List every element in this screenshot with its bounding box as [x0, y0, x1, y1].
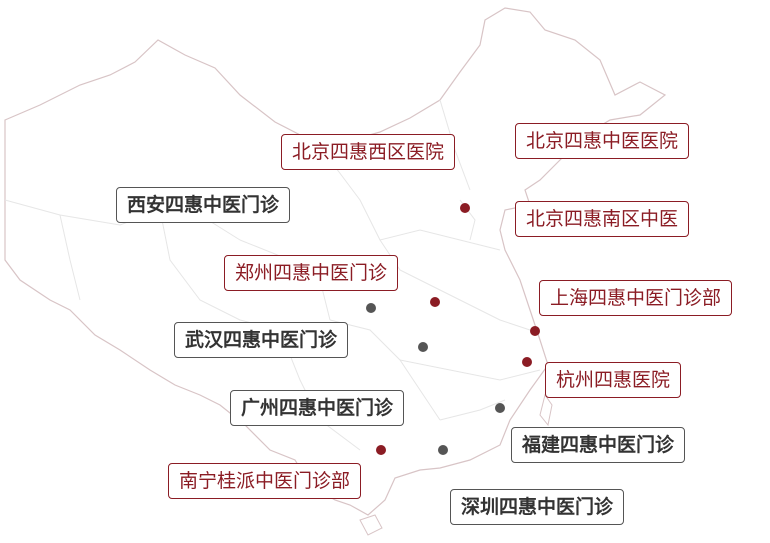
dot-beijing: [460, 203, 470, 213]
label-guangzhou-clinic[interactable]: 广州四惠中医门诊: [230, 390, 405, 426]
dot-guangzhou: [438, 445, 448, 455]
label-wuhan-clinic[interactable]: 武汉四惠中医门诊: [174, 322, 349, 358]
label-beijing-south-tcm[interactable]: 北京四惠南区中医: [515, 201, 690, 237]
label-xian-clinic[interactable]: 西安四惠中医门诊: [116, 187, 291, 223]
dot-shanghai: [530, 326, 540, 336]
dot-hangzhou: [522, 357, 532, 367]
label-beijing-west-hospital[interactable]: 北京四惠西区医院: [281, 134, 456, 170]
dot-nanning: [376, 445, 386, 455]
label-shanghai-clinic[interactable]: 上海四惠中医门诊部: [539, 280, 733, 316]
island-taiwan: [539, 393, 553, 427]
label-zhengzhou-clinic[interactable]: 郑州四惠中医门诊: [224, 255, 399, 291]
label-nanning-clinic[interactable]: 南宁桂派中医门诊部: [168, 463, 362, 499]
dot-xian: [366, 303, 376, 313]
label-hangzhou-hospital[interactable]: 杭州四惠医院: [545, 362, 682, 398]
label-shenzhen-clinic[interactable]: 深圳四惠中医门诊: [450, 489, 625, 525]
dot-fujian: [495, 403, 505, 413]
dot-zhengzhou: [430, 297, 440, 307]
label-fujian-clinic[interactable]: 福建四惠中医门诊: [511, 427, 686, 463]
dot-wuhan: [418, 342, 428, 352]
label-beijing-tcm-hospital[interactable]: 北京四惠中医医院: [515, 123, 690, 159]
island-hainan: [359, 514, 383, 536]
